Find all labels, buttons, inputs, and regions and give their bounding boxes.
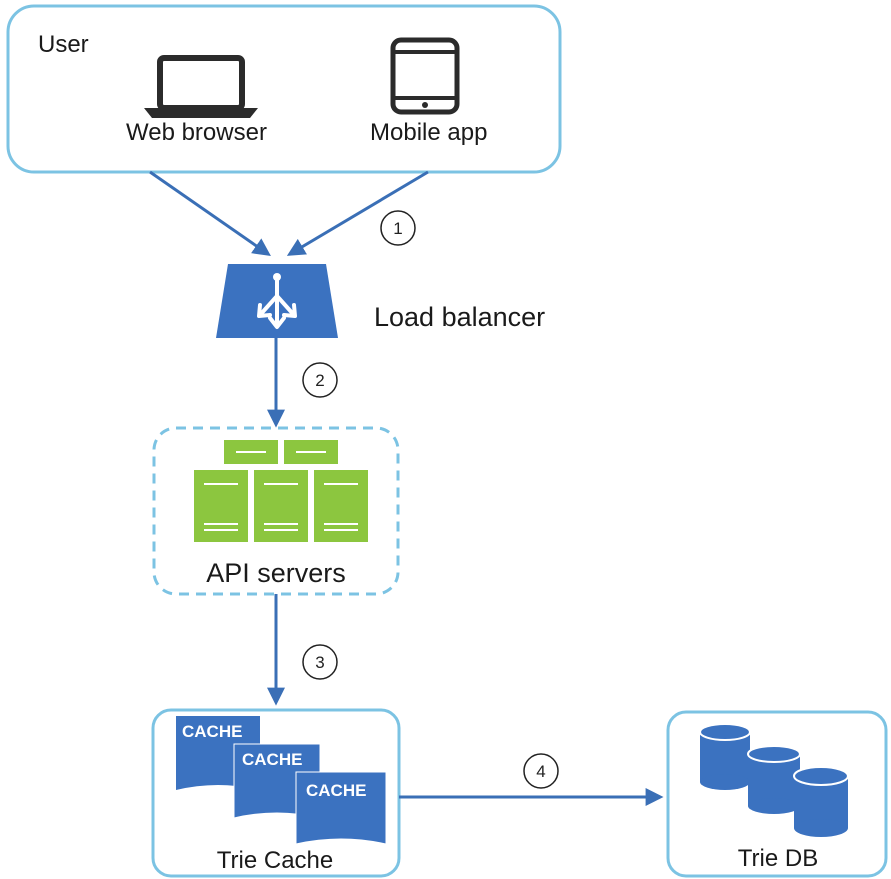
edge-user-to-load-balancer: 1 bbox=[149, 170, 429, 257]
trie-cache-label: Trie Cache bbox=[217, 847, 333, 874]
user-node: User Web browser Mobile app bbox=[6, 4, 562, 174]
arrow-left bbox=[149, 170, 271, 257]
load-balancer-label: Load balancer bbox=[374, 302, 545, 332]
trie-db-node: Trie DB bbox=[666, 710, 888, 878]
svg-text:2: 2 bbox=[315, 371, 324, 390]
step-badge-4: 4 bbox=[523, 753, 559, 789]
trie-db-label: Trie DB bbox=[738, 845, 818, 872]
step-badge-2: 2 bbox=[302, 362, 338, 398]
api-servers-label: API servers bbox=[206, 558, 346, 588]
mobile-app-label: Mobile app bbox=[370, 119, 487, 146]
step-badge-3: 3 bbox=[302, 644, 338, 680]
user-title: User bbox=[38, 31, 89, 58]
edge-trie-cache-to-trie-db: 4 bbox=[399, 753, 664, 806]
arrow-right bbox=[286, 170, 429, 256]
laptop-icon bbox=[144, 55, 258, 118]
mobile-phone-icon bbox=[390, 37, 460, 115]
edge-api-servers-to-trie-cache: 3 bbox=[267, 594, 338, 706]
step-badge-1: 1 bbox=[380, 210, 416, 246]
svg-text:3: 3 bbox=[315, 653, 324, 672]
svg-text:CACHE: CACHE bbox=[306, 781, 366, 800]
servers-icon bbox=[194, 440, 368, 542]
load-balancer-node: Load balancer bbox=[216, 264, 545, 338]
svg-text:4: 4 bbox=[536, 762, 545, 781]
database-icon bbox=[699, 723, 849, 837]
web-browser-label: Web browser bbox=[126, 119, 267, 146]
split-arrows-icon bbox=[257, 273, 297, 329]
edge-load-balancer-to-api-servers: 2 bbox=[267, 338, 338, 428]
svg-text:CACHE: CACHE bbox=[182, 722, 242, 741]
svg-text:CACHE: CACHE bbox=[242, 750, 302, 769]
cache-stack-icon: CACHE CACHE CACHE bbox=[176, 716, 387, 845]
user-box bbox=[6, 4, 562, 174]
cache-block-3: CACHE bbox=[295, 771, 387, 845]
trie-cache-node: CACHE CACHE CACHE Trie Cache bbox=[151, 708, 401, 878]
svg-text:1: 1 bbox=[393, 219, 402, 238]
api-servers-node: API servers bbox=[152, 426, 400, 596]
